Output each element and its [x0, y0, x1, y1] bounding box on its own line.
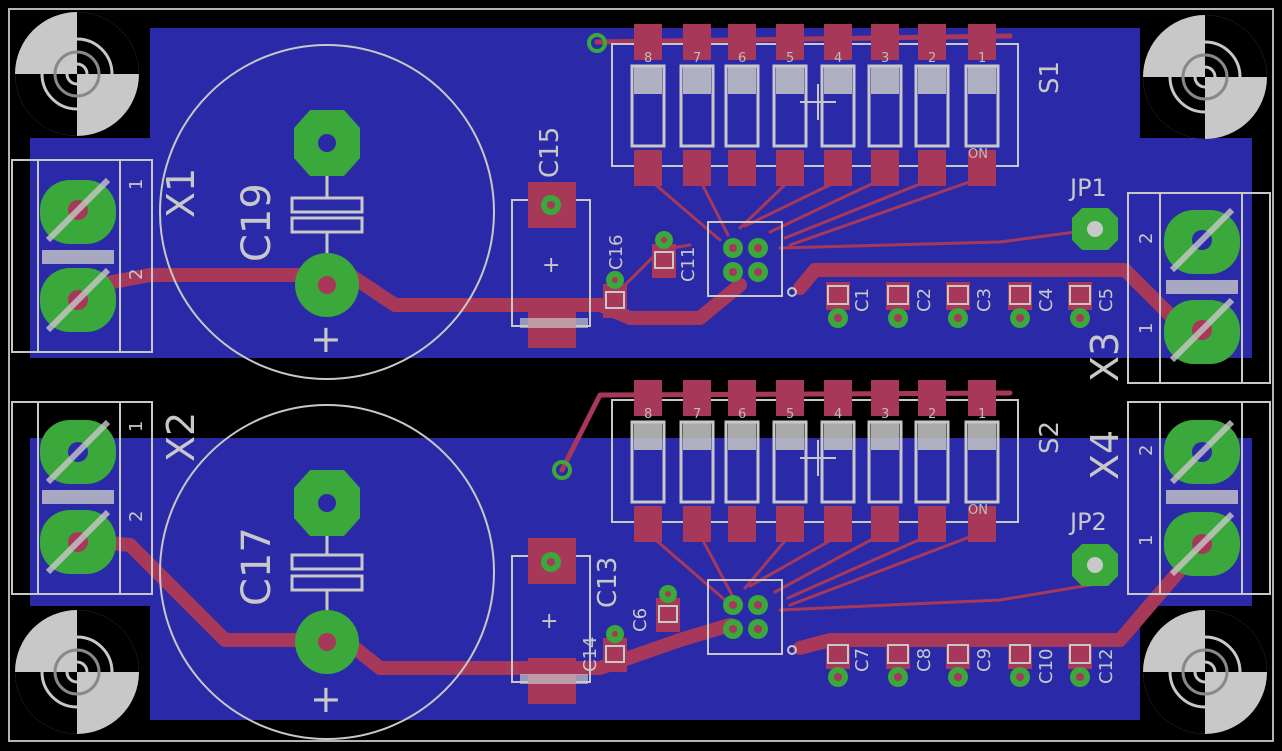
dip-number: 7 [693, 51, 701, 66]
dip-number: 8 [644, 407, 652, 422]
x2-pin1-label: 1 [126, 421, 147, 432]
x1-pin2-label: 2 [126, 269, 147, 280]
via-bottom [552, 460, 572, 480]
capacitor-c12[interactable] [1068, 641, 1092, 687]
dip-number: 1 [978, 407, 986, 422]
s2-label: S2 [1035, 421, 1065, 454]
dip-number: 7 [693, 407, 701, 422]
dip-number: 2 [928, 51, 936, 66]
dip-number: 4 [834, 407, 842, 422]
c16-label: C16 [606, 235, 627, 270]
capacitor-c11-part[interactable] [652, 231, 676, 278]
capacitor-c5[interactable] [1068, 282, 1092, 328]
c17-label: C17 [234, 527, 280, 606]
capacitor-c1-label: C1 [852, 288, 873, 312]
x4-label: X4 [1083, 430, 1127, 480]
capacitor-c5-label: C5 [1096, 288, 1117, 312]
mounting-hole-bottom-left [15, 610, 139, 734]
capacitor-c7[interactable] [826, 641, 850, 687]
capacitor-c6-part[interactable] [656, 585, 680, 632]
jp1-label: JP1 [1068, 174, 1107, 202]
s1-label: S1 [1035, 61, 1065, 94]
c15-label: C15 [535, 127, 565, 178]
capacitor-c17[interactable] [159, 404, 495, 740]
c13-label: C13 [593, 557, 623, 608]
dip-number: 3 [881, 407, 889, 422]
terminal-x2[interactable] [11, 401, 153, 595]
c19-label: C19 [234, 183, 280, 262]
capacitor-c9-label: C9 [974, 648, 995, 672]
dip-number: 3 [881, 51, 889, 66]
capacitor-c10[interactable] [1008, 641, 1032, 687]
c13-plus: + [540, 609, 558, 634]
terminal-x1[interactable] [11, 159, 153, 353]
dip-number: 4 [834, 51, 842, 66]
dip-number: 1 [978, 51, 986, 66]
board-outline [8, 8, 1274, 742]
jp2-label: JP2 [1068, 508, 1107, 536]
c6-label: C6 [630, 608, 651, 632]
jumper-jp2[interactable] [1072, 544, 1118, 586]
mounting-hole-top-right [1143, 15, 1267, 139]
capacitor-c3-label: C3 [974, 288, 995, 312]
capacitor-c1[interactable] [826, 282, 850, 328]
x2-pin2-label: 2 [126, 511, 147, 522]
capacitor-c4-label: C4 [1036, 288, 1057, 312]
c17-plus: + [310, 677, 342, 721]
x2-label: X2 [159, 412, 203, 462]
mounting-hole-bottom-right [1143, 610, 1267, 734]
capacitor-c15[interactable] [511, 182, 591, 348]
dip-number: 2 [928, 407, 936, 422]
capacitor-c14[interactable] [603, 625, 627, 672]
capacitor-c2-label: C2 [914, 288, 935, 312]
jumper-jp1[interactable] [1072, 208, 1118, 250]
s1-on-label: ON [968, 147, 988, 162]
x3-pin2-label: 2 [1136, 233, 1157, 244]
c15-plus: + [542, 253, 560, 278]
x1-label: X1 [159, 168, 203, 218]
x4-pin2-label: 2 [1136, 445, 1157, 456]
capacitor-c8[interactable] [886, 641, 910, 687]
dip-number: 5 [786, 407, 794, 422]
dip-number: 5 [786, 51, 794, 66]
capacitor-c13[interactable] [511, 538, 591, 704]
capacitor-c16[interactable] [603, 271, 627, 318]
capacitor-c7-label: C7 [852, 648, 873, 672]
dip-number: 8 [644, 51, 652, 66]
dip-switch-s1[interactable]: 8 7 6 5 4 3 2 1 [611, 24, 1019, 186]
s2-on-label: ON [968, 503, 988, 518]
copper-pour-bottom [30, 438, 1252, 720]
terminal-x4[interactable] [1127, 401, 1271, 595]
c14-label: C14 [580, 637, 601, 672]
x3-label: X3 [1083, 332, 1127, 382]
capacitor-c8-label: C8 [914, 648, 935, 672]
via-top [587, 33, 607, 53]
ic-bottom[interactable] [707, 579, 797, 655]
x3-pin1-label: 1 [1136, 323, 1157, 334]
capacitor-c3[interactable] [946, 282, 970, 328]
dip-number: 6 [738, 407, 746, 422]
x4-pin1-label: 1 [1136, 535, 1157, 546]
capacitor-c19[interactable] [159, 44, 495, 380]
capacitor-c4[interactable] [1008, 282, 1032, 328]
capacitor-c12-label: C12 [1096, 649, 1117, 684]
mounting-hole-top-left [15, 12, 139, 136]
capacitor-c10-label: C10 [1036, 649, 1057, 684]
capacitor-c9[interactable] [946, 641, 970, 687]
capacitor-c2[interactable] [886, 282, 910, 328]
c11-label: C11 [678, 247, 699, 282]
x1-pin1-label: 1 [126, 179, 147, 190]
dip-number: 6 [738, 51, 746, 66]
c19-plus: + [310, 317, 342, 361]
terminal-x3[interactable] [1127, 192, 1271, 384]
dip-switch-s2[interactable]: 8 7 6 5 4 3 2 1 [611, 380, 1019, 542]
ic-top[interactable] [707, 221, 797, 297]
